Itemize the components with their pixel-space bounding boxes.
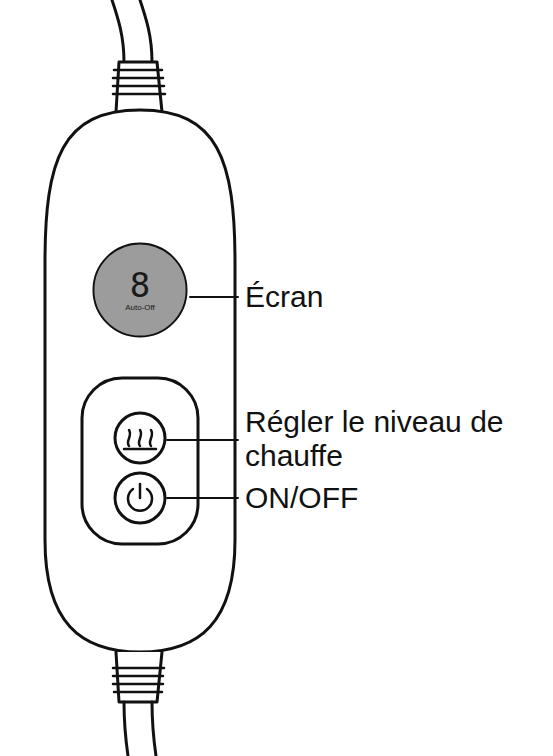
- remote-body: [45, 110, 235, 652]
- callout-label: Régler le niveau de chauffe: [245, 405, 545, 473]
- cable: [124, 702, 128, 756]
- heat-button: [115, 413, 165, 463]
- button-panel: [82, 378, 198, 544]
- cable: [112, 0, 124, 62]
- heat-icon: [124, 430, 156, 449]
- relief-ridges: [113, 70, 165, 94]
- display-screen: 8Auto-Off: [92, 242, 188, 338]
- display-outline: [93, 243, 186, 336]
- power-icon: [128, 484, 152, 511]
- relief-ridges: [113, 668, 164, 692]
- callout-label: Écran: [245, 280, 545, 314]
- display-caption: Auto-Off: [125, 303, 155, 313]
- power-button: [115, 473, 165, 523]
- display-digit: 8: [130, 267, 150, 303]
- leader-line: [167, 297, 238, 498]
- callout-label: ON/OFF: [245, 481, 545, 515]
- cable: [140, 0, 152, 62]
- cable: [152, 702, 156, 756]
